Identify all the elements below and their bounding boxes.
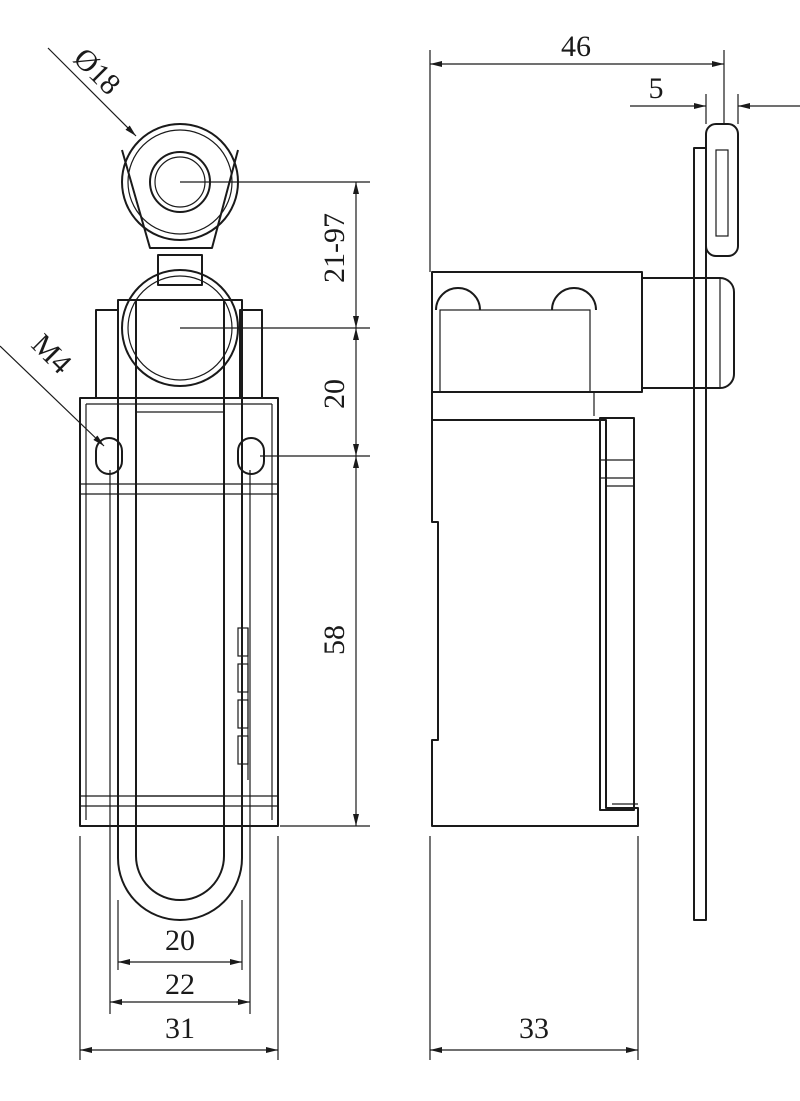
lever-arm	[117, 149, 243, 921]
mounting-hole-left	[95, 437, 123, 475]
shaft-side	[642, 277, 735, 389]
switch-body-front	[79, 309, 279, 827]
pivot-to-hole-label: 20	[318, 379, 351, 409]
lever-inner-width-label: 20	[165, 924, 195, 957]
hole-spacing-label: 22	[165, 968, 195, 1001]
dim-mounting-thread: M4	[0, 328, 105, 447]
hole-to-base-label: 58	[318, 625, 351, 655]
mounting-thread-label: M4	[25, 328, 78, 381]
dim-front-widths: 20 22 31	[79, 470, 279, 1060]
lever-plate-side	[693, 147, 707, 921]
dim-side: 46 5 33	[429, 30, 800, 1060]
switch-body-side	[431, 271, 643, 827]
roller-width-label: 5	[649, 72, 664, 105]
lever-adjust-range-label: 21-97	[318, 213, 351, 283]
overall-depth-label: 46	[561, 30, 591, 63]
dim-roller-diameter: Ø18	[47, 42, 137, 137]
side-view	[431, 123, 739, 921]
body-depth-label: 33	[519, 1012, 549, 1045]
roller-side	[705, 123, 739, 257]
roller-diameter-label: Ø18	[67, 42, 127, 102]
dim-vertical-chain: 21-97 20 58	[180, 181, 370, 827]
body-width-label: 31	[165, 1012, 195, 1045]
